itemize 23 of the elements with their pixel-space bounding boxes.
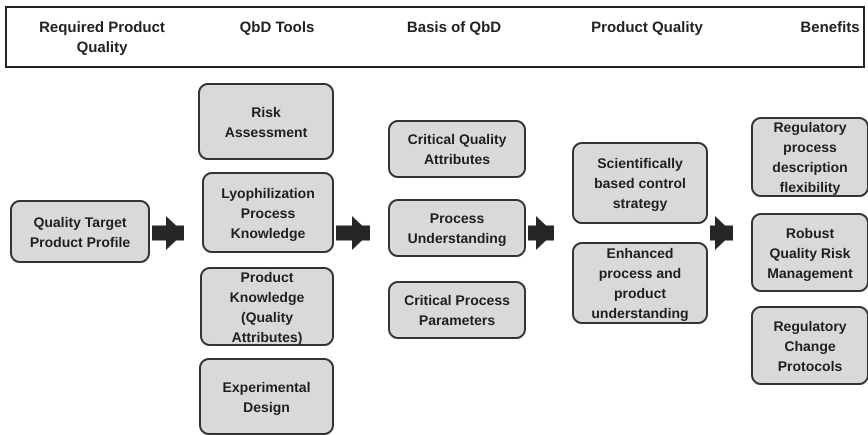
column-heading: QbD Tools bbox=[238, 18, 316, 38]
column-heading: Benefits bbox=[799, 18, 861, 38]
rounded-box: Robust Quality Risk Management bbox=[751, 213, 868, 292]
rounded-box: Regulatory process description flexibility bbox=[751, 117, 868, 197]
rounded-box: Experimental Design bbox=[199, 358, 334, 435]
block-arrow bbox=[336, 216, 370, 250]
rounded-box: Risk Assessment bbox=[198, 83, 334, 160]
rounded-box: Scientifically based control strategy bbox=[572, 142, 708, 224]
rounded-box: Critical Quality Attributes bbox=[388, 120, 526, 178]
rounded-box: Critical Process Parameters bbox=[388, 281, 526, 339]
rounded-box: Lyophilization Process Knowledge bbox=[202, 172, 334, 253]
header-band bbox=[5, 6, 865, 68]
block-arrow bbox=[152, 216, 184, 250]
column-heading: Basis of QbD bbox=[406, 18, 502, 38]
block-arrow bbox=[710, 216, 733, 250]
rounded-box: Enhanced process and product understanding bbox=[572, 242, 708, 324]
rounded-box: Product Knowledge (Quality Attributes) bbox=[200, 267, 334, 346]
column-heading: Product Quality bbox=[590, 18, 704, 38]
rounded-box: Quality Target Product Profile bbox=[10, 200, 150, 263]
column-heading: Required Product Quality bbox=[38, 18, 166, 58]
block-arrow bbox=[528, 216, 554, 250]
rounded-box: Process Understanding bbox=[388, 199, 526, 257]
rounded-box: Regulatory Change Protocols bbox=[751, 306, 868, 385]
